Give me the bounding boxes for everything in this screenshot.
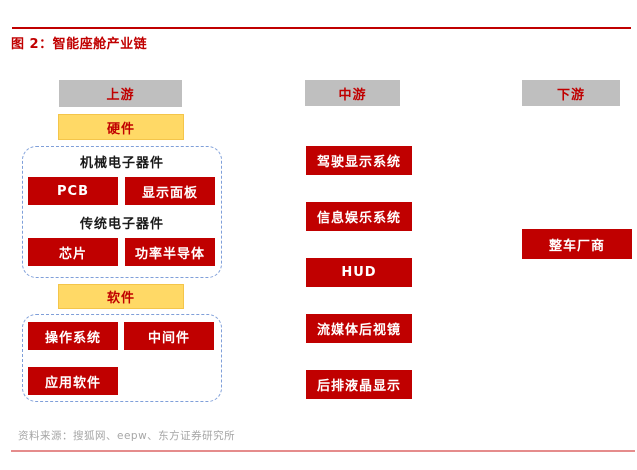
traditional-components-title: 传统电子器件 [79,217,164,232]
software-group-container [22,314,222,402]
title-rule [12,27,631,29]
footer-rule [11,450,635,452]
node-oem: 整车厂商 [522,229,632,259]
header-downstream: 下游 [522,80,620,106]
node-middleware: 中间件 [124,322,214,350]
node-application-software: 应用软件 [28,367,118,395]
node-power-semiconductor: 功率半导体 [125,238,215,266]
node-rear-lcd-display: 后排液晶显示 [306,370,412,399]
node-infotainment-system: 信息娱乐系统 [306,202,412,231]
node-pcb: PCB [28,177,118,205]
header-upstream: 上游 [59,80,182,107]
source-note: 资料来源：搜狐网、eepw、东方证券研究所 [18,430,236,442]
node-chip: 芯片 [28,238,118,266]
header-midstream: 中游 [305,80,400,106]
node-streaming-rearview-mirror: 流媒体后视镜 [306,314,412,343]
hardware-label: 硬件 [58,114,184,140]
figure-title: 图 2：智能座舱产业链 [11,37,148,52]
node-operating-system: 操作系统 [28,322,118,350]
hardware-group-container [22,146,222,278]
software-label: 软件 [58,284,184,309]
node-display-panel: 显示面板 [125,177,215,205]
mechanical-components-title: 机械电子器件 [79,156,164,171]
node-hud: HUD [306,258,412,287]
node-driving-display-system: 驾驶显示系统 [306,146,412,175]
